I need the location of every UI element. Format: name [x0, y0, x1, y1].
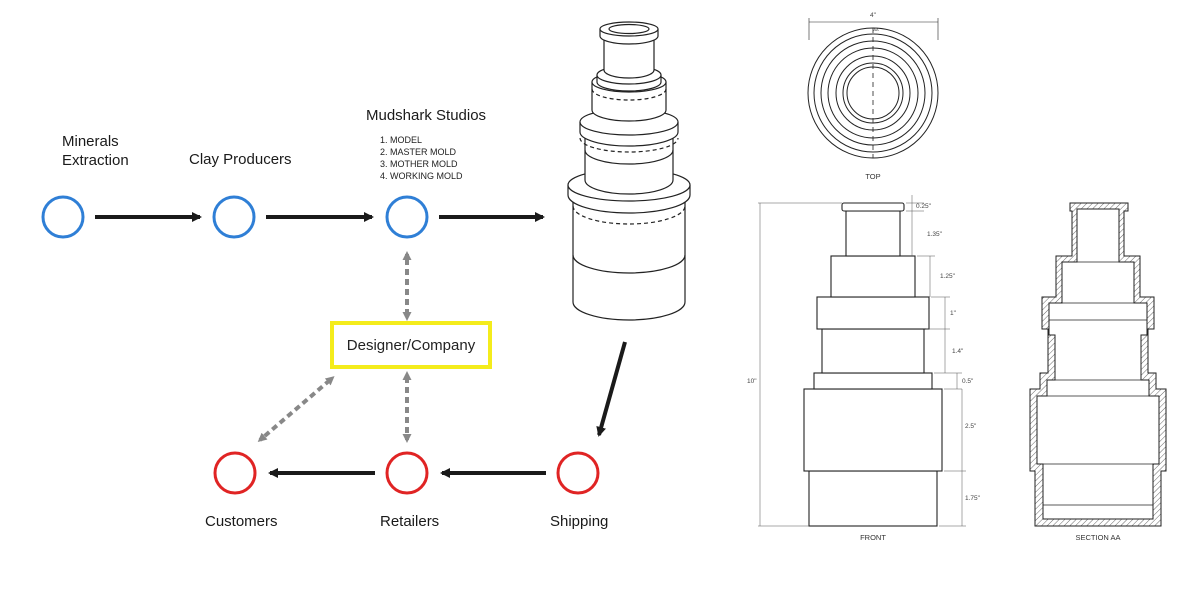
top-view [807, 18, 939, 159]
studio-step: 4. WORKING MOLD [380, 171, 463, 181]
overall-height-label: 10" [747, 378, 757, 385]
dim-3: 1" [950, 310, 957, 317]
minerals-label: Minerals Extraction [62, 133, 129, 169]
retailers-label: Retailers [380, 513, 440, 530]
dim-1: 1.35" [927, 231, 943, 238]
studio-step: 2. MASTER MOLD [380, 147, 457, 157]
minerals-node [41, 195, 85, 239]
front-dimension-lines [758, 195, 966, 527]
front-view [803, 202, 943, 527]
dim-5: 0.5" [962, 378, 974, 385]
clay-node [212, 195, 256, 239]
dim-6: 2.5" [965, 423, 977, 430]
dim-4: 1.4" [952, 348, 964, 355]
section-view-label: SECTION AA [1075, 533, 1120, 542]
shipping-label: Shipping [550, 513, 609, 530]
arrow-mold-shipping [596, 341, 627, 437]
section-mark: AA [873, 27, 879, 32]
designer-company-label: Designer/Company [346, 336, 476, 354]
overall-width-label: 4" [870, 12, 877, 19]
shipping-node [556, 451, 600, 495]
clay-label: Clay Producers [189, 151, 292, 168]
studio-node [385, 195, 429, 239]
section-view [1029, 202, 1167, 527]
mold-illustration [567, 21, 691, 321]
dim-7: 1.75" [965, 495, 981, 502]
studio-step: 1. MODEL [380, 135, 423, 145]
studio-step: 3. MOTHER MOLD [380, 159, 458, 169]
dim-0: 0.25" [916, 203, 932, 210]
customers-label: Customers [205, 513, 278, 530]
studio-label: Mudshark Studios [366, 107, 487, 124]
dim-2: 1.25" [940, 273, 956, 280]
retailers-node [385, 451, 429, 495]
customers-node [213, 451, 257, 495]
designer-company-box: Designer/Company [330, 321, 492, 369]
studio-steps: 1. MODEL 2. MASTER MOLD 3. MOTHER MOLD 4… [380, 134, 463, 182]
dashed-arrow-designer-customers [257, 376, 335, 442]
top-view-label: TOP [865, 172, 880, 181]
front-view-label: FRONT [860, 533, 886, 542]
